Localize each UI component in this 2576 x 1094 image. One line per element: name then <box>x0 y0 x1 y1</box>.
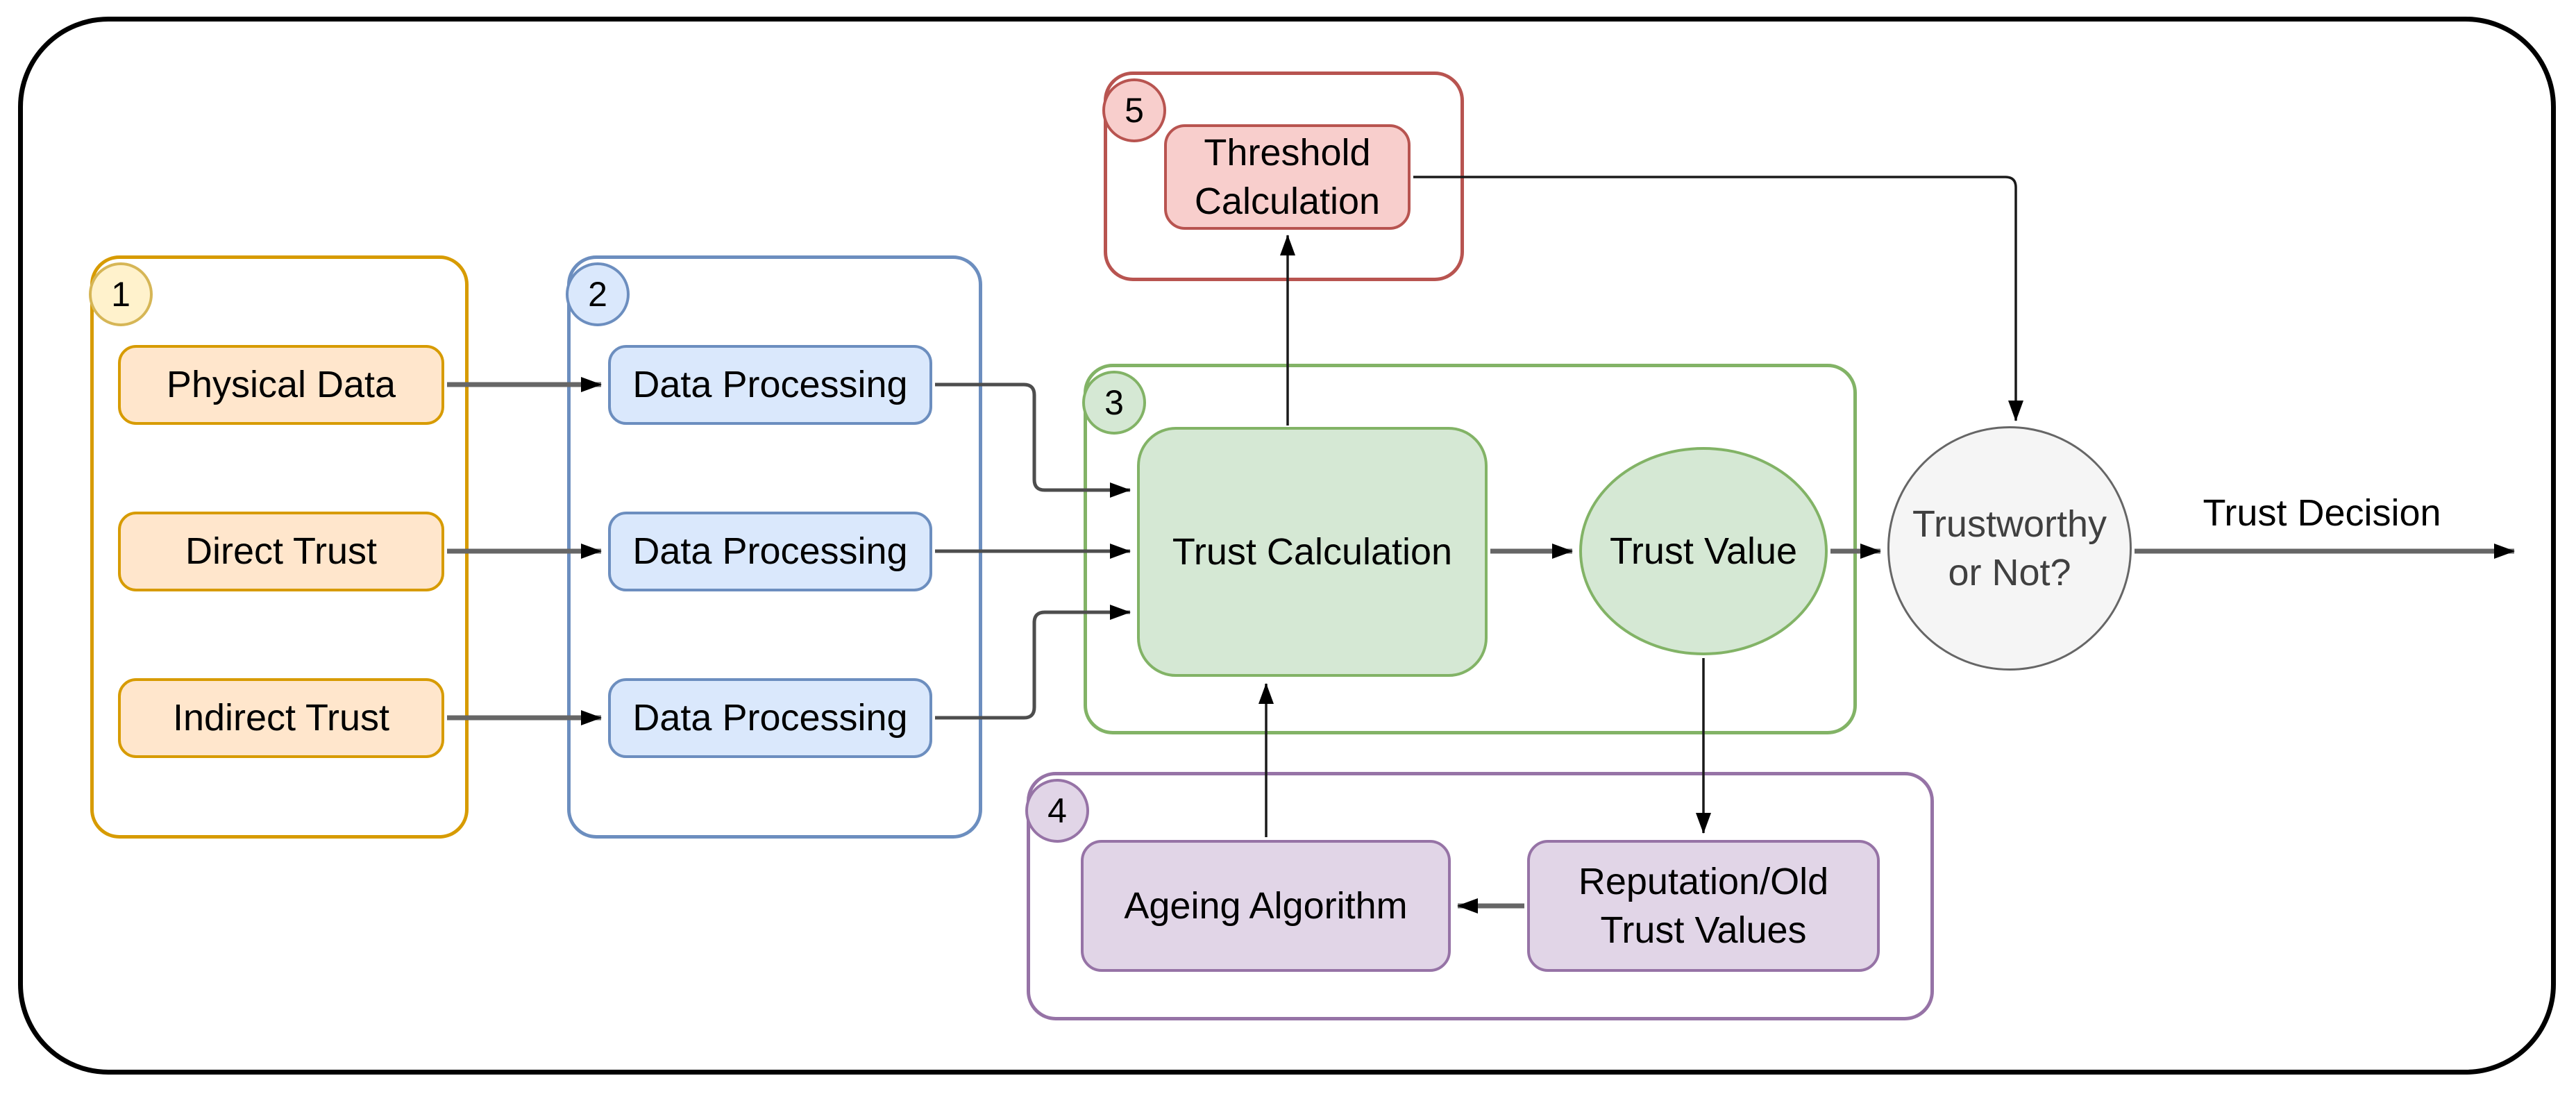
node-reputation-old-trust-values: Reputation/Old Trust Values <box>1527 840 1880 972</box>
label-trust-decision: Trust Decision <box>2203 492 2441 534</box>
group-2-number-badge: 2 <box>566 262 630 326</box>
node-trust-value: Trust Value <box>1579 447 1828 655</box>
group-4-number-badge: 4 <box>1025 779 1089 843</box>
node-threshold-calculation: Threshold Calculation <box>1164 124 1411 230</box>
group-1-number-badge: 1 <box>89 262 153 326</box>
group-4-container <box>1027 772 1934 1020</box>
diagram-outer-border <box>18 17 2556 1075</box>
group-2-container <box>567 255 982 839</box>
node-trust-calculation: Trust Calculation <box>1137 427 1488 677</box>
node-data-processing-3: Data Processing <box>608 678 932 758</box>
node-direct-trust: Direct Trust <box>118 512 444 591</box>
node-data-processing-1: Data Processing <box>608 345 932 425</box>
node-trustworthy-decision: Trustworthy or Not? <box>1887 426 2132 671</box>
node-indirect-trust: Indirect Trust <box>118 678 444 758</box>
node-ageing-algorithm: Ageing Algorithm <box>1081 840 1451 972</box>
node-physical-data: Physical Data <box>118 345 444 425</box>
node-data-processing-2: Data Processing <box>608 512 932 591</box>
group-5-number-badge: 5 <box>1102 78 1166 142</box>
group-1-container <box>90 255 469 839</box>
group-3-number-badge: 3 <box>1082 371 1146 435</box>
